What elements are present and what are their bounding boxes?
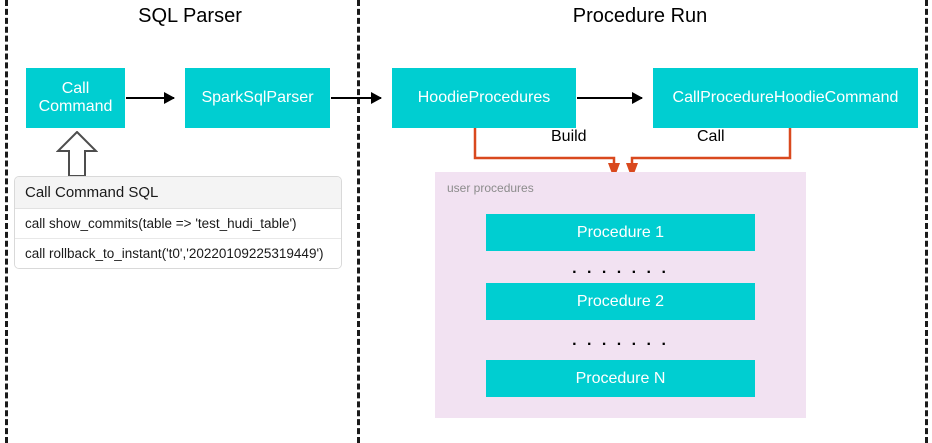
arrow-spark-sql-parser-to-hoodie-procedures <box>331 92 382 104</box>
ellipsis-separator: . . . . . . . <box>572 260 669 277</box>
node-call-command-line2: Command <box>38 98 113 115</box>
procedure-item[interactable]: Procedure N <box>486 360 755 397</box>
section-title-procedure-run: Procedure Run <box>572 5 708 27</box>
sql-table-row: call rollback_to_instant('t0','202201092… <box>15 239 341 268</box>
section-divider-left <box>5 0 8 443</box>
user-procedures-label: user procedures <box>447 181 534 195</box>
node-call-procedure-hoodie-command[interactable]: CallProcedureHoodieCommand <box>653 68 918 128</box>
section-title-sql-parser: SQL Parser <box>138 5 242 27</box>
sql-table-header: Call Command SQL <box>15 177 341 209</box>
ellipsis-separator: . . . . . . . <box>572 332 669 349</box>
user-procedures-panel: user procedures Procedure 1 . . . . . . … <box>435 172 806 418</box>
procedure-item[interactable]: Procedure 1 <box>486 214 755 251</box>
node-call-command[interactable]: Call Command <box>26 68 125 128</box>
node-hoodie-procedures[interactable]: HoodieProcedures <box>392 68 576 128</box>
node-spark-sql-parser[interactable]: SparkSqlParser <box>185 68 330 128</box>
connector-label-build: Build <box>546 128 592 146</box>
connector-label-call: Call <box>692 128 730 146</box>
section-divider-right <box>925 0 928 443</box>
procedure-item[interactable]: Procedure 2 <box>486 283 755 320</box>
call-command-sql-table: Call Command SQL call show_commits(table… <box>14 176 342 269</box>
section-divider-middle <box>357 0 360 443</box>
arrow-hoodie-procedures-to-call-procedure-hoodie-command <box>577 92 643 104</box>
sql-table-row: call show_commits(table => 'test_hudi_ta… <box>15 209 341 239</box>
node-call-command-line1: Call <box>61 79 90 97</box>
arrow-call-command-to-spark-sql-parser <box>126 92 175 104</box>
up-block-arrow-icon <box>56 131 98 177</box>
